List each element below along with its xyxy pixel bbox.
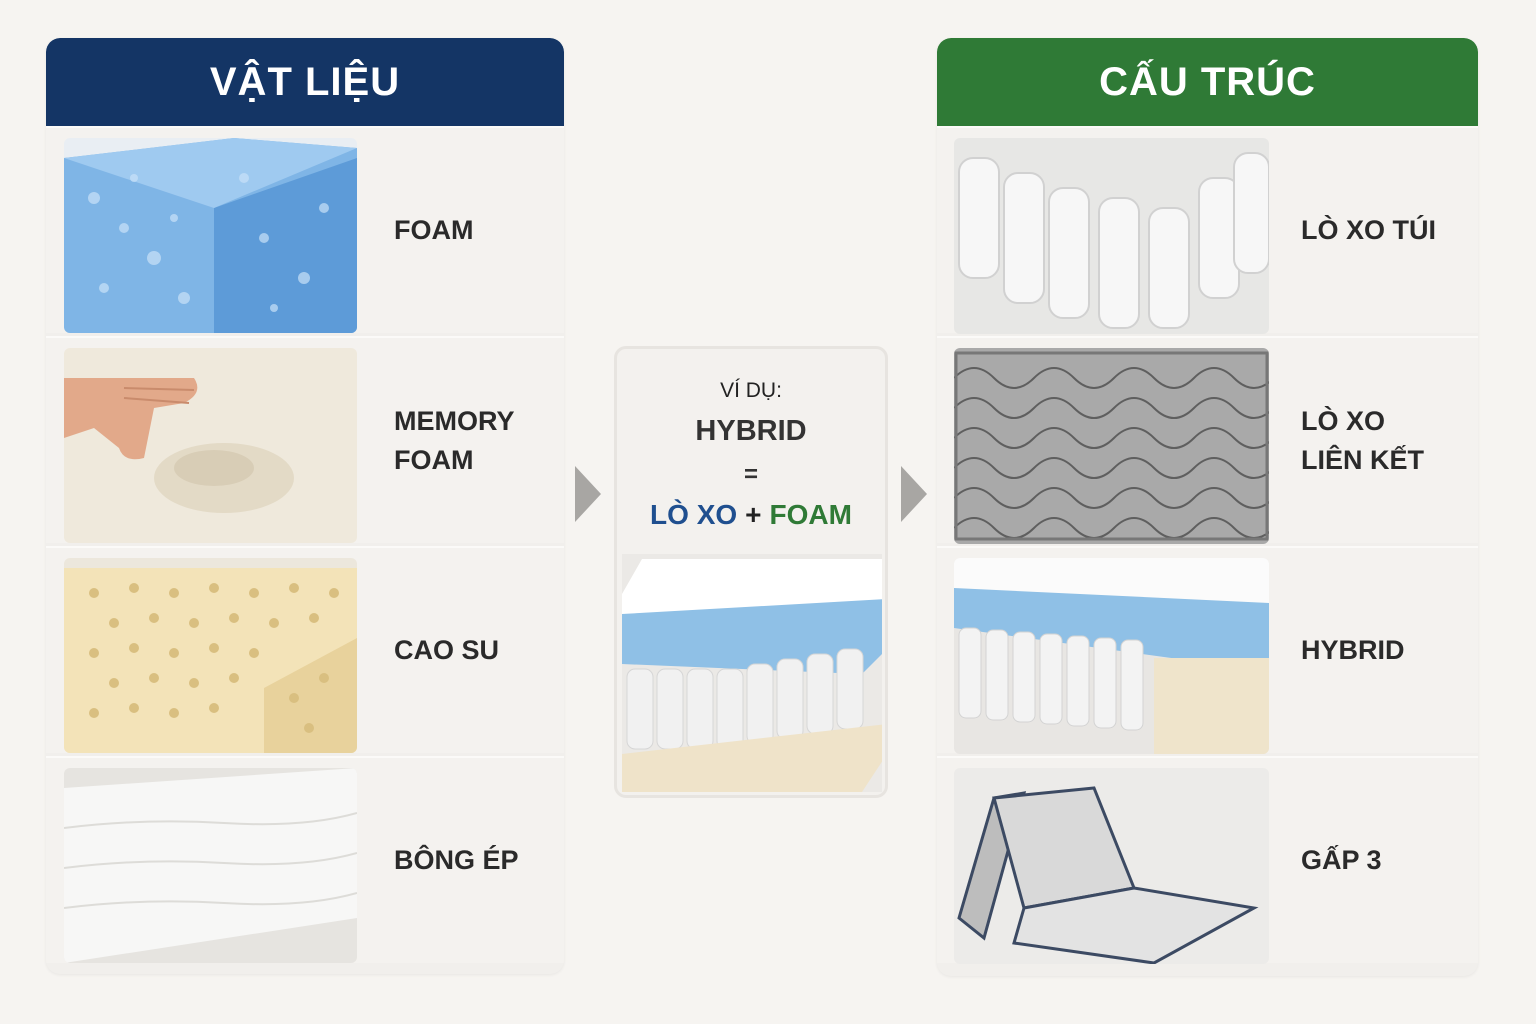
foam-block-icon xyxy=(64,138,357,333)
materials-title: VẬT LIỆU xyxy=(46,38,564,126)
example-card: VÍ DỤ: HYBRID = LÒ XO+FOAM xyxy=(614,346,888,798)
example-equals: = xyxy=(743,461,758,488)
memory-foam-icon xyxy=(64,348,357,543)
structure-item-bonnell-spring[interactable]: LÒ XO LIÊN KẾT xyxy=(937,336,1478,544)
material-item-pressed-cotton[interactable]: BÔNG ÉP xyxy=(46,756,564,963)
hybrid-layers-icon xyxy=(622,554,882,792)
structure-label: HYBRID xyxy=(1301,635,1405,665)
structure-label: GẤP 3 xyxy=(1301,845,1382,875)
latex-block-icon xyxy=(64,558,357,753)
structure-label: LÒ XO LIÊN KẾT xyxy=(1301,405,1425,475)
arrow-right-icon xyxy=(901,466,927,522)
material-item-latex[interactable]: CAO SU xyxy=(46,546,564,753)
hybrid-mattress-icon xyxy=(954,558,1269,754)
pressed-cotton-icon xyxy=(64,768,357,963)
example-formula: LÒ XO+FOAM xyxy=(617,499,885,531)
structures-title: CẤU TRÚC xyxy=(937,38,1478,126)
material-item-foam[interactable]: FOAM xyxy=(46,126,564,333)
material-item-memory-foam[interactable]: MEMORY FOAM xyxy=(46,336,564,543)
formula-spring: LÒ XO xyxy=(650,499,738,530)
example-title: VÍ DỤ: xyxy=(720,379,782,402)
arrow-right-icon xyxy=(575,466,601,522)
structure-item-pocket-spring[interactable]: LÒ XO TÚI xyxy=(937,126,1478,334)
material-label: FOAM xyxy=(394,215,474,245)
formula-plus: + xyxy=(745,499,762,530)
pocket-spring-icon xyxy=(954,138,1269,334)
material-label: MEMORY FOAM xyxy=(394,405,515,475)
example-product: HYBRID xyxy=(695,415,807,447)
material-label: CAO SU xyxy=(394,635,500,665)
material-label: BÔNG ÉP xyxy=(394,845,519,875)
formula-foam: FOAM xyxy=(769,499,852,530)
structure-item-trifold[interactable]: GẤP 3 xyxy=(937,756,1478,964)
materials-panel: VẬT LIỆU FOAM xyxy=(46,38,564,974)
structure-label: LÒ XO TÚI xyxy=(1301,215,1436,245)
structure-item-hybrid[interactable]: HYBRID xyxy=(937,546,1478,754)
trifold-mattress-icon xyxy=(954,768,1269,964)
bonnell-spring-icon xyxy=(954,348,1269,544)
structures-panel: CẤU TRÚC LÒ XO TÚI xyxy=(937,38,1478,976)
